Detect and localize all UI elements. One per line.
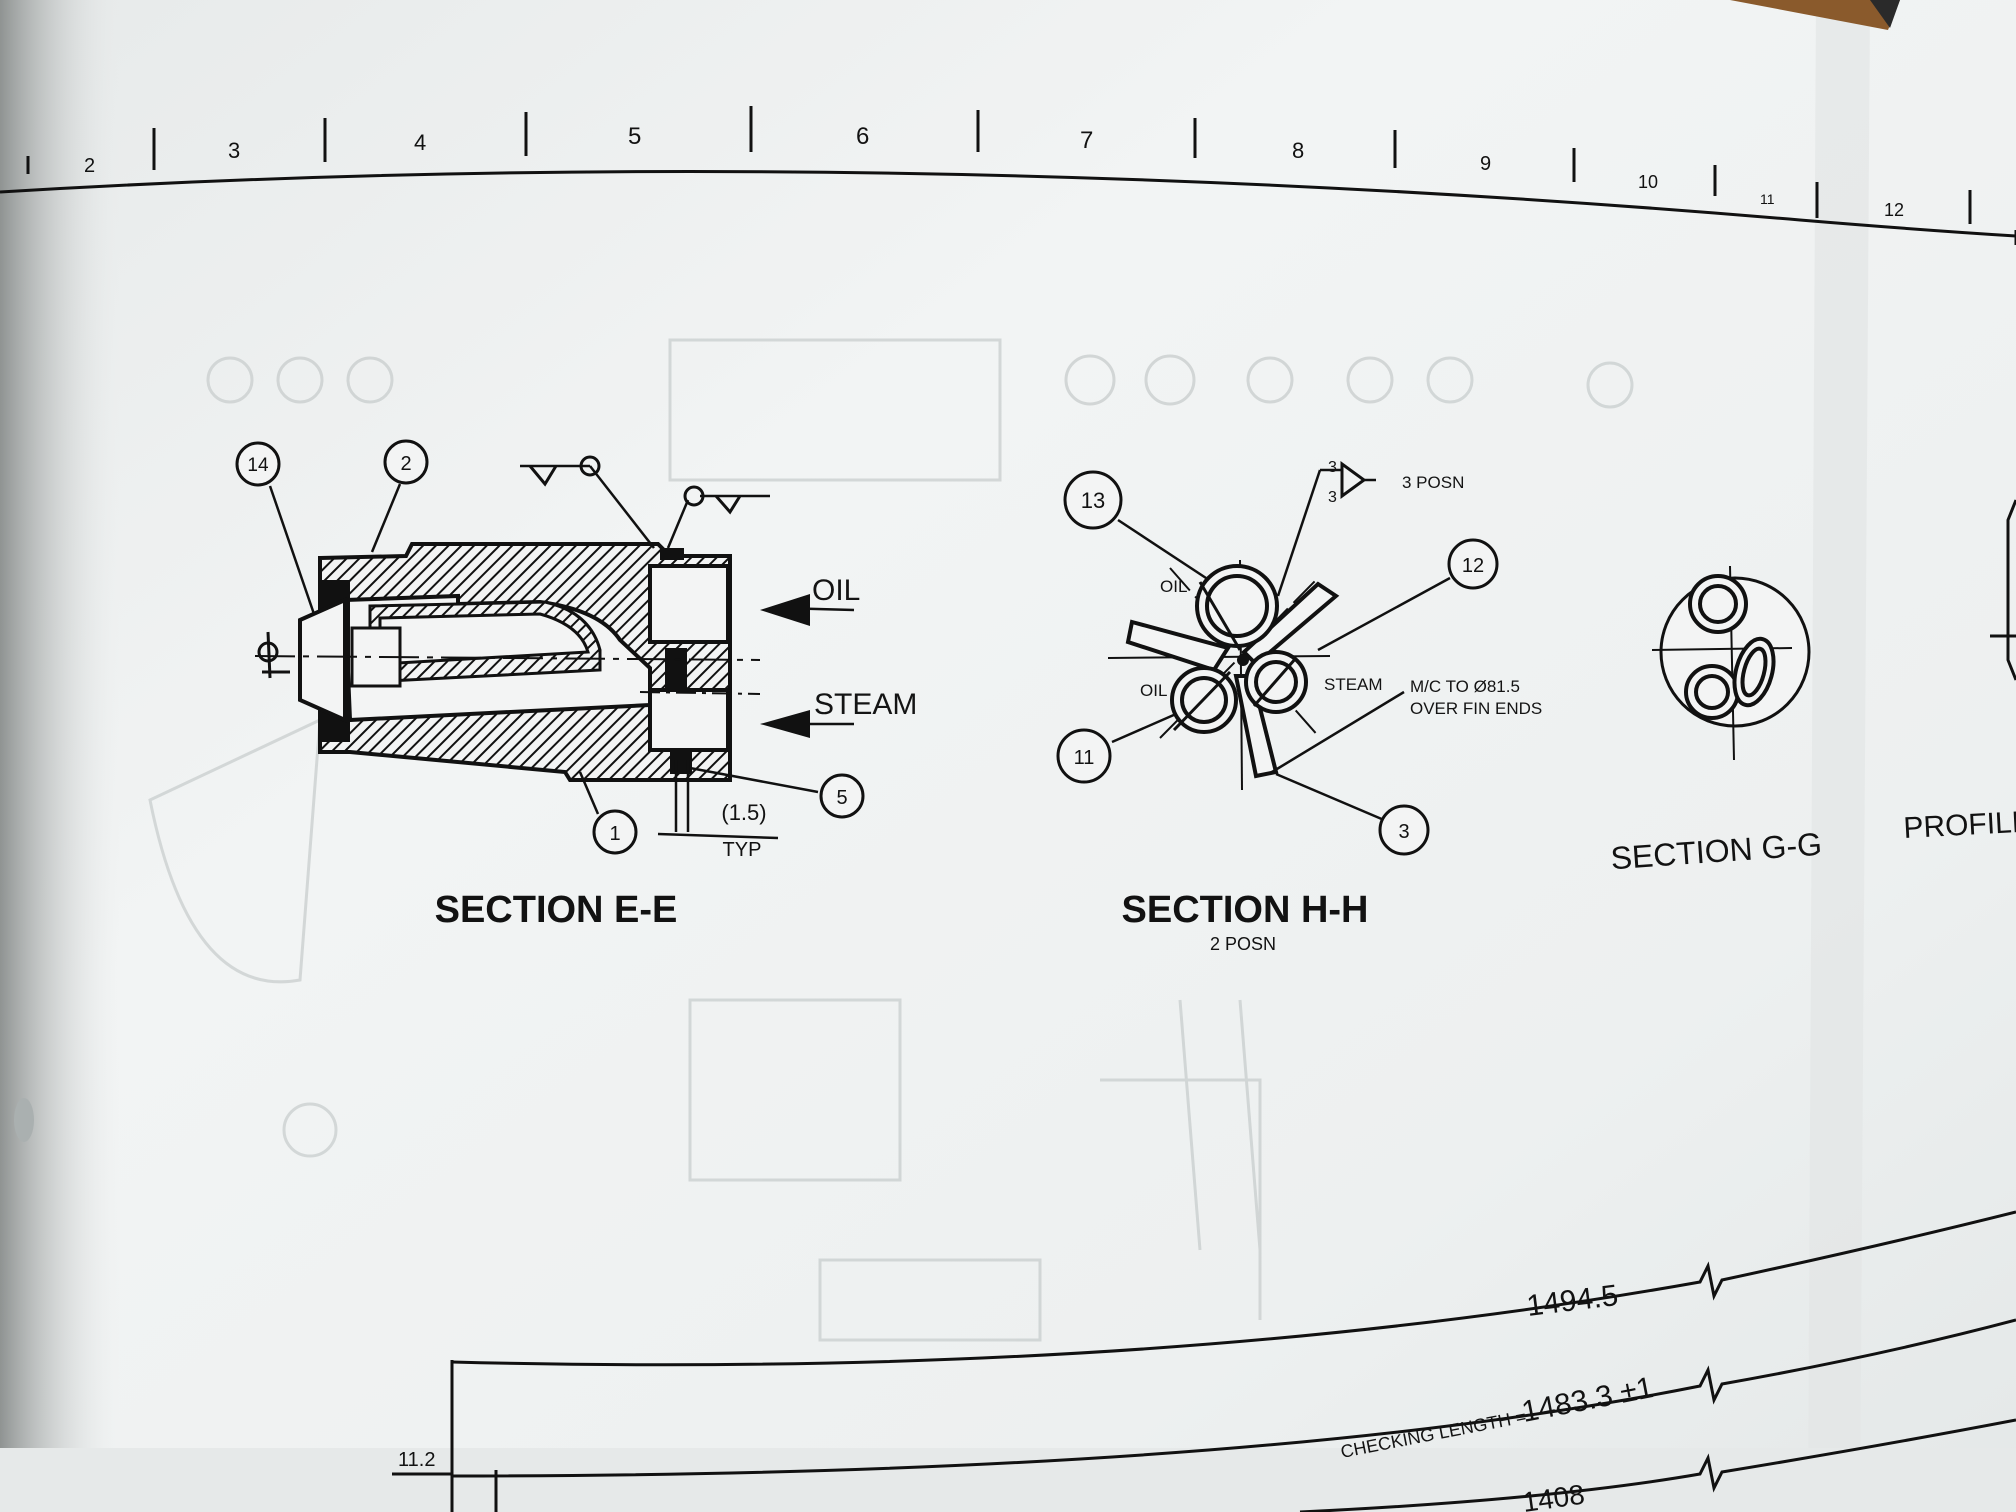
balloon-14: 14 xyxy=(247,455,269,476)
balloon-12: 12 xyxy=(1462,555,1484,577)
section-h-h-subtitle: 2 POSN xyxy=(1210,934,1276,954)
section-h-h-title: SECTION H-H xyxy=(1122,889,1369,931)
ruler-number: 10 xyxy=(1638,172,1658,192)
oil-top-label: OIL xyxy=(1160,577,1187,596)
weld-size-top: 3 xyxy=(1328,459,1337,476)
ruler-number: 12 xyxy=(1884,200,1904,220)
weld-size-bottom: 3 xyxy=(1328,489,1337,506)
balloon-13: 13 xyxy=(1081,488,1105,513)
section-g-g-drawing xyxy=(1651,565,1811,761)
bottom-dimension-lines xyxy=(392,1210,2016,1512)
dimension-value: (1.5) xyxy=(721,800,766,825)
section-e-e-drawing xyxy=(235,439,865,855)
balloon-3: 3 xyxy=(1398,821,1409,843)
ruler-number: 4 xyxy=(414,130,426,155)
ruler-number: 9 xyxy=(1480,153,1491,175)
ruler-number: 8 xyxy=(1292,138,1304,163)
balloon-1: 1 xyxy=(609,823,620,845)
balloon-11: 11 xyxy=(1074,747,1095,769)
profile-title: PROFILE C xyxy=(1903,804,2016,845)
section-e-e-title: SECTION E-E xyxy=(435,889,678,931)
ruler-number: 11 xyxy=(1760,191,1775,207)
ruler-number: 2 xyxy=(84,155,95,177)
oil-label: OIL xyxy=(812,574,860,607)
section-h-h-labels: 13 12 11 3 OIL OIL STEAM 3 3 3 POSN M/C … xyxy=(1074,459,1543,954)
pencil-tip xyxy=(1730,0,1900,30)
left-dimension: 11.2 xyxy=(398,1449,435,1471)
weld-position-note: 3 POSN xyxy=(1402,473,1464,492)
machining-note-2: OVER FIN ENDS xyxy=(1410,699,1542,718)
section-e-e-labels: 14 2 1 5 OIL STEAM (1.5) TYP SECTION E-E xyxy=(247,453,917,931)
ruler-number: 7 xyxy=(1080,127,1093,154)
top-ruler xyxy=(0,106,2016,245)
ruler-number: 3 xyxy=(228,138,240,163)
balloon-5: 5 xyxy=(836,787,847,809)
steam-label-h: STEAM xyxy=(1324,675,1383,694)
dimension-note: TYP xyxy=(723,839,762,861)
ghost-bleed-through xyxy=(148,338,1634,1342)
section-h-h-drawing xyxy=(1056,461,1499,856)
machining-note-1: M/C TO Ø81.5 xyxy=(1410,677,1520,696)
ruler-number: 6 xyxy=(856,123,869,150)
ruler-numbers: 2 3 4 5 6 7 8 9 10 11 12 xyxy=(84,123,1904,220)
balloon-2: 2 xyxy=(400,453,411,475)
ruler-number: 5 xyxy=(628,123,641,150)
oil-left-label: OIL xyxy=(1140,681,1167,700)
profile-edge xyxy=(1990,499,2016,681)
steam-label: STEAM xyxy=(814,688,917,721)
